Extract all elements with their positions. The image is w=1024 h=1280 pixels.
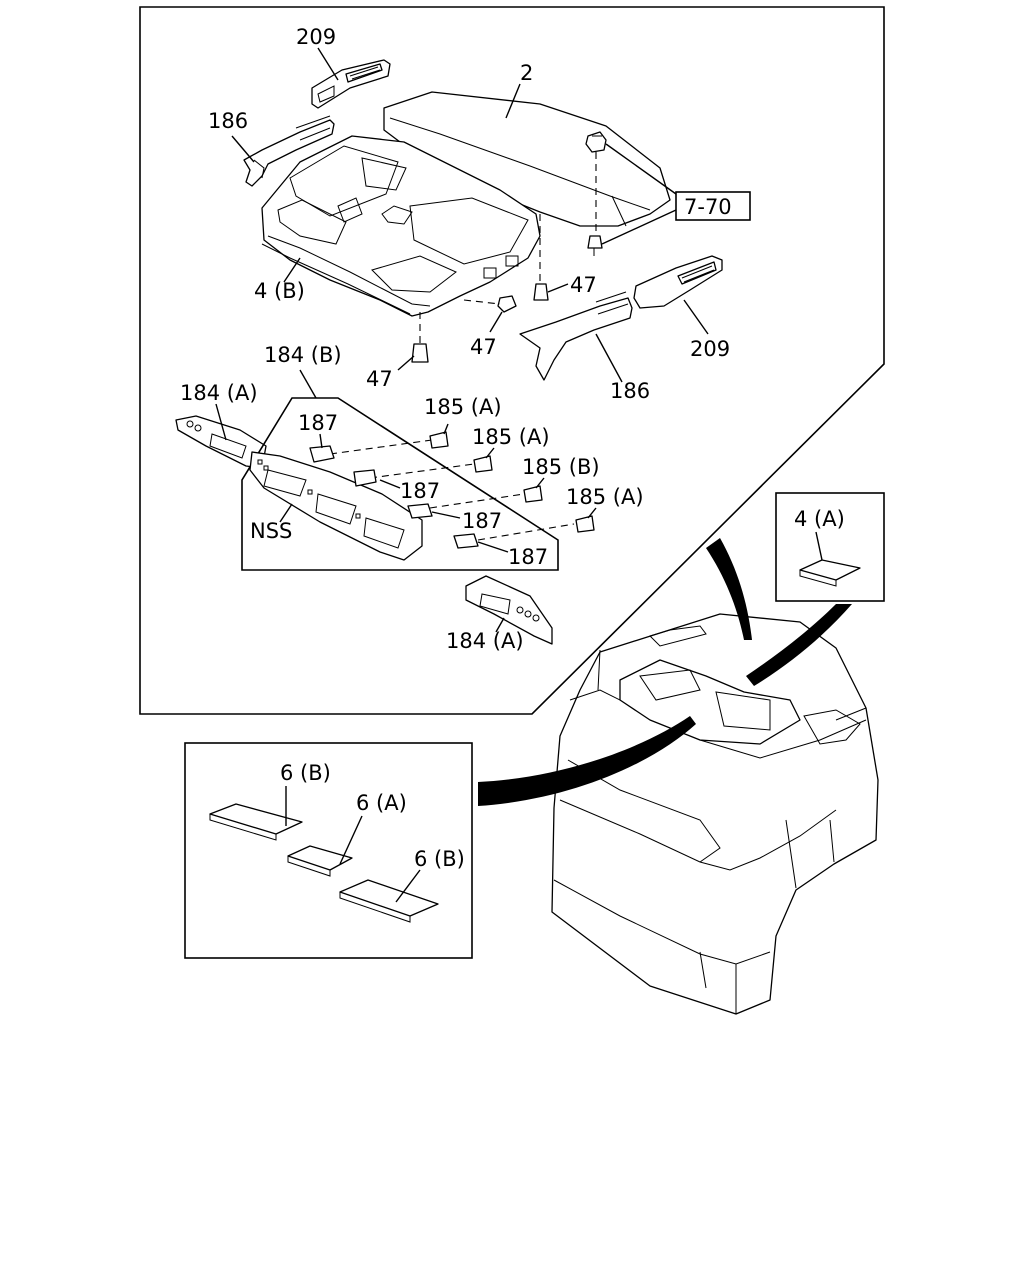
clip-185a-1 <box>429 431 449 449</box>
part-6b-pad-2 <box>339 879 439 923</box>
label-209-lower: 209 <box>690 337 730 361</box>
part-186-left <box>243 115 335 187</box>
part-4a-pad <box>799 559 861 587</box>
label-184a-bottom: 184 (A) <box>446 629 524 653</box>
part-209-upper <box>311 59 391 109</box>
part-6b-pad-1 <box>209 803 303 841</box>
leader-band-6 <box>478 716 696 806</box>
label-187-4: 187 <box>508 545 548 569</box>
label-187-1: 187 <box>298 411 338 435</box>
ref-box-7-70 <box>675 191 751 221</box>
label-185a-3: 185 (A) <box>566 485 644 509</box>
label-47-left: 47 <box>366 367 393 391</box>
clip-upper <box>585 131 607 153</box>
screw-47-left <box>411 343 429 363</box>
label-185a-1: 185 (A) <box>424 395 502 419</box>
label-7-70: 7-70 <box>684 195 732 219</box>
label-47-middle: 47 <box>470 335 497 359</box>
label-186-left: 186 <box>208 109 248 133</box>
label-47-right: 47 <box>570 273 597 297</box>
label-209-upper: 209 <box>296 25 336 49</box>
label-184a-left: 184 (A) <box>180 381 258 405</box>
box-6 <box>184 742 473 959</box>
label-nss: NSS <box>250 519 292 543</box>
part-6a-pad <box>287 845 353 877</box>
screw-187-1 <box>309 445 335 463</box>
part-184a-bottom <box>465 575 553 645</box>
part-209-lower <box>633 255 723 309</box>
label-4a: 4 (A) <box>794 507 845 531</box>
main-frame <box>139 6 885 715</box>
label-185a-2: 185 (A) <box>472 425 550 449</box>
screw-187-4 <box>453 533 479 549</box>
box-184b <box>241 397 559 571</box>
box-4a <box>775 492 885 602</box>
label-6b-2: 6 (B) <box>414 847 465 871</box>
label-2: 2 <box>520 61 533 85</box>
label-185b: 185 (B) <box>522 455 600 479</box>
clip-185a-3 <box>575 515 595 533</box>
part-184b-lamp <box>249 451 423 561</box>
label-6b-1: 6 (B) <box>280 761 331 785</box>
label-187-3: 187 <box>462 509 502 533</box>
label-4b: 4 (B) <box>254 279 305 303</box>
clip-185b <box>523 485 543 503</box>
part-4b-console <box>261 135 541 317</box>
screw-187-2 <box>353 469 377 487</box>
leader-band-4a <box>746 604 852 686</box>
label-6a: 6 (A) <box>356 791 407 815</box>
screw-7-70 <box>587 235 603 256</box>
label-184b: 184 (B) <box>264 343 342 367</box>
label-187-2: 187 <box>400 479 440 503</box>
clip-185a-2 <box>473 455 493 473</box>
screw-47-right <box>533 283 549 301</box>
part-186-right <box>519 291 633 381</box>
leader-band-top <box>706 538 752 640</box>
screw-187-3 <box>407 503 433 519</box>
label-186-right: 186 <box>610 379 650 403</box>
screw-47-middle <box>497 295 517 313</box>
truck-cab <box>551 613 879 1015</box>
